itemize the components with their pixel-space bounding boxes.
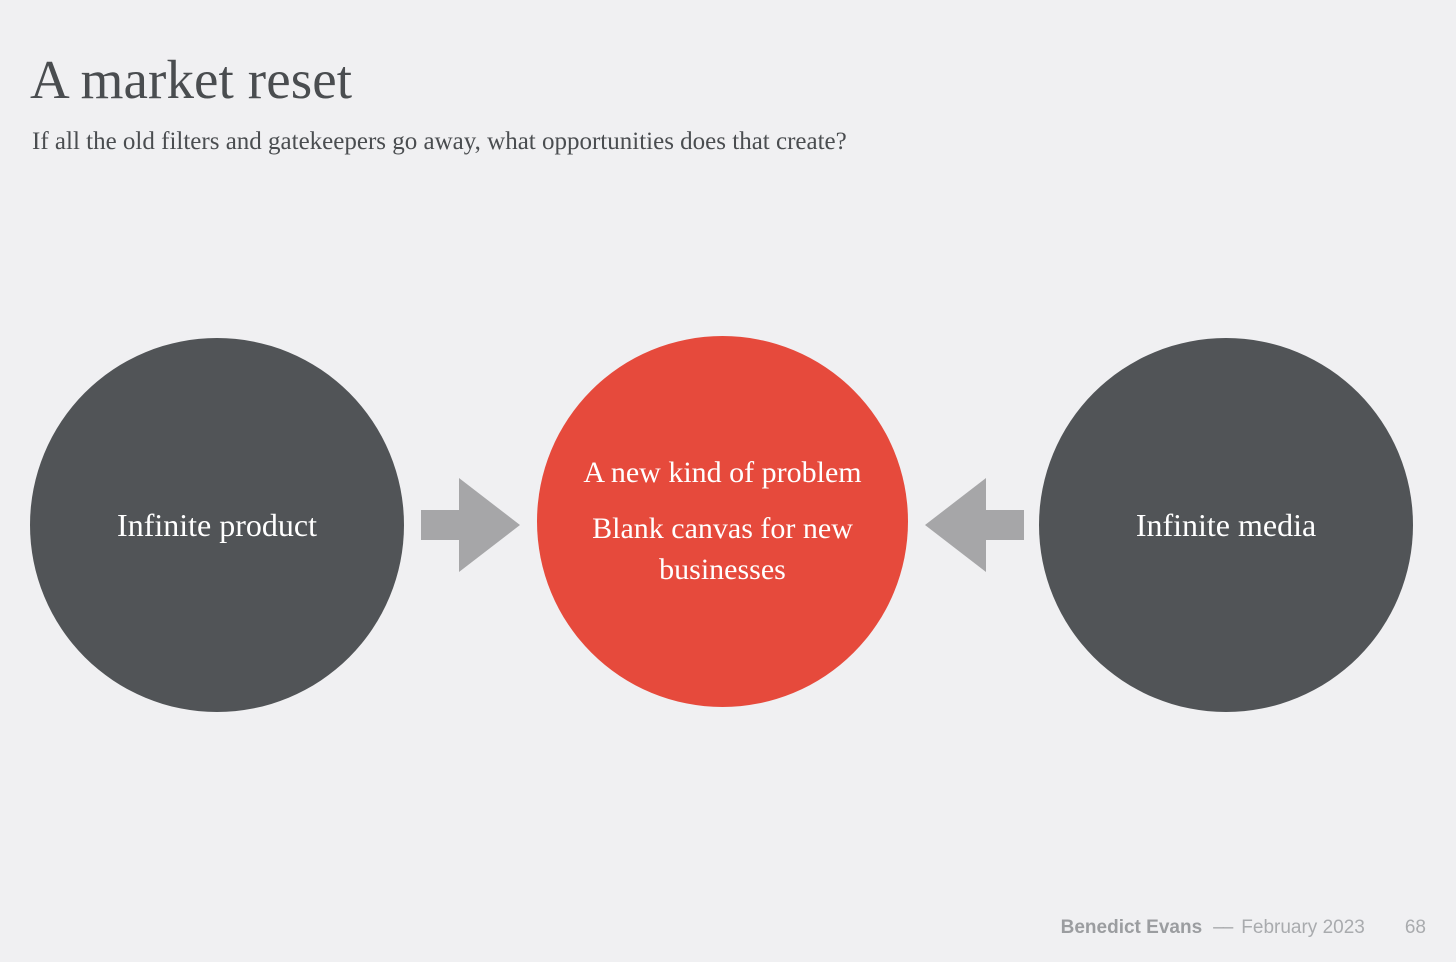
arrow-right-icon [421,478,520,577]
page-subtitle: If all the old filters and gatekeepers g… [32,128,847,155]
node-infinite-product: Infinite product [30,338,404,712]
node-center-line2: Blank canvas for new businesses [592,512,853,586]
slide-footer: Benedict Evans –– February 2023 68 [1061,917,1426,939]
footer-date: February 2023 [1241,917,1365,938]
footer-page-number: 68 [1404,917,1426,938]
footer-separator: –– [1213,917,1233,938]
footer-author: Benedict Evans [1060,917,1203,938]
node-infinite-media-label: Infinite media [1135,506,1317,543]
page-title: A market reset [30,48,353,110]
node-infinite-media: Infinite media [1039,338,1413,712]
node-center-line1: A new kind of problem [583,456,862,490]
node-infinite-product-label: Infinite product [117,506,317,543]
node-new-kind-of-problem: A new kind of problem Blank canvas for n… [537,336,908,707]
arrow-left-icon [925,478,1024,577]
